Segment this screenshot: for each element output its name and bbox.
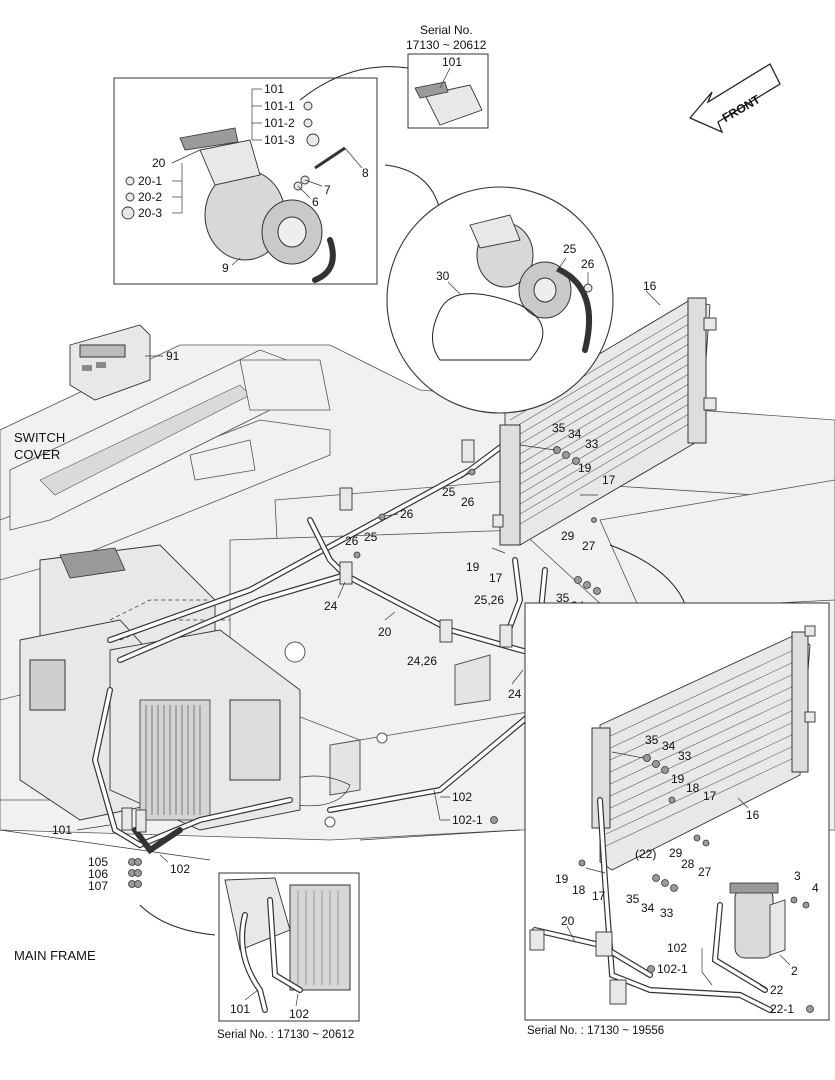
label-34-c: 34 [662,739,676,753]
label-105: 105 [88,855,108,869]
label-20-inset: 20 [561,914,575,928]
label-34-a: 34 [568,427,582,441]
top-serial-part: 101 [442,55,462,69]
label-102-1-inset-r: 102-1 [657,962,688,976]
label-26-a: 26 [461,495,475,509]
main-frame-caption: MAIN FRAME [14,948,96,963]
switch-cover-caption-line1: SWITCH [14,430,65,445]
left-serial-caption: Serial No. : 17130 ~ 20612 [217,1029,354,1041]
label-33-d: 33 [660,906,674,920]
label-20-2: 20-2 [138,190,162,204]
label-4: 4 [812,881,819,895]
label-22-1: 22-1 [770,1002,794,1016]
label-16: 16 [643,279,657,293]
compressor-detail-box: 101 101-1 101-2 101-3 20 20-1 20-2 20-3 … [113,77,378,285]
label-33-a: 33 [585,437,599,451]
label-20: 20 [152,156,166,170]
label-28-inset: 28 [681,857,695,871]
label-22: 22 [770,983,784,997]
label-102-1-a: 102-1 [452,813,483,827]
top-serial-label: Serial No. [420,23,473,37]
label-9: 9 [222,261,229,275]
label-24-b: 24 [508,687,522,701]
right-serial-inset: 35 34 33 19 18 17 16 29 28 27 (22) 19 18… [524,602,830,1037]
label-20-main: 20 [378,625,392,639]
label-25-circle: 25 [563,242,577,256]
belt-detail-circle: 30 25 26 [384,164,614,414]
label-20-1: 20-1 [138,174,162,188]
label-27: 27 [582,539,596,553]
label-102-inset: 102 [289,1007,309,1021]
label-29: 29 [561,529,575,543]
control-panel-drawing [69,324,151,401]
label-25-a: 25 [442,485,456,499]
label-17-b: 17 [489,571,503,585]
label-27-inset: 27 [698,865,712,879]
label-102-inset-r: 102 [667,941,687,955]
label-35-b: 35 [556,591,570,605]
label-107: 107 [88,879,108,893]
right-serial-caption: Serial No. : 17130 ~ 19556 [527,1025,664,1037]
label-16-inset: 16 [746,808,760,822]
label-2: 2 [791,964,798,978]
label-22-paren: (22) [635,847,656,861]
label-19-a: 19 [578,461,592,475]
label-25-b: 25 [364,530,378,544]
left-serial-inset: 101 102 Serial No. : 17130 ~ 20612 [217,872,360,1041]
label-17-a: 17 [602,473,616,487]
label-101-3: 101-3 [264,133,295,147]
top-serial-inset: Serial No. 17130 ~ 20612 101 [299,23,489,129]
label-19-d: 19 [555,872,569,886]
label-33-c: 33 [678,749,692,763]
label-18-d: 18 [572,883,586,897]
label-17-d: 17 [592,889,606,903]
label-26-b: 26 [400,507,414,521]
label-101-1: 101-1 [264,99,295,113]
label-35-a: 35 [552,421,566,435]
label-35-d: 35 [626,892,640,906]
label-101-2: 101-2 [264,116,295,130]
label-29-inset: 29 [669,846,683,860]
label-102-b: 102 [170,862,190,876]
label-30: 30 [436,269,450,283]
label-19-c: 19 [671,772,685,786]
label-24-a: 24 [324,599,338,613]
label-19-b: 19 [466,560,480,574]
label-25-26: 25,26 [474,593,504,607]
label-101-main: 101 [52,823,72,837]
label-18-c: 18 [686,781,700,795]
label-102-a: 102 [452,790,472,804]
front-direction-arrow: FRONT [688,63,781,134]
label-101: 101 [264,82,284,96]
switch-cover-caption-line2: COVER [14,447,60,462]
label-3: 3 [794,869,801,883]
top-serial-range: 17130 ~ 20612 [406,38,487,52]
condenser-main-drawing [492,297,717,546]
compressor-drawing [179,127,336,283]
label-91: 91 [166,349,180,363]
label-20-3: 20-3 [138,206,162,220]
label-6: 6 [312,195,319,209]
label-26-c: 26 [345,534,359,548]
label-35-c: 35 [645,733,659,747]
label-34-d: 34 [641,901,655,915]
label-17-c: 17 [703,789,717,803]
label-24-26: 24,26 [407,654,437,668]
label-106: 106 [88,867,108,881]
label-101-inset: 101 [230,1002,250,1016]
label-7: 7 [324,183,331,197]
label-8: 8 [362,166,369,180]
label-26-circle: 26 [581,257,595,271]
